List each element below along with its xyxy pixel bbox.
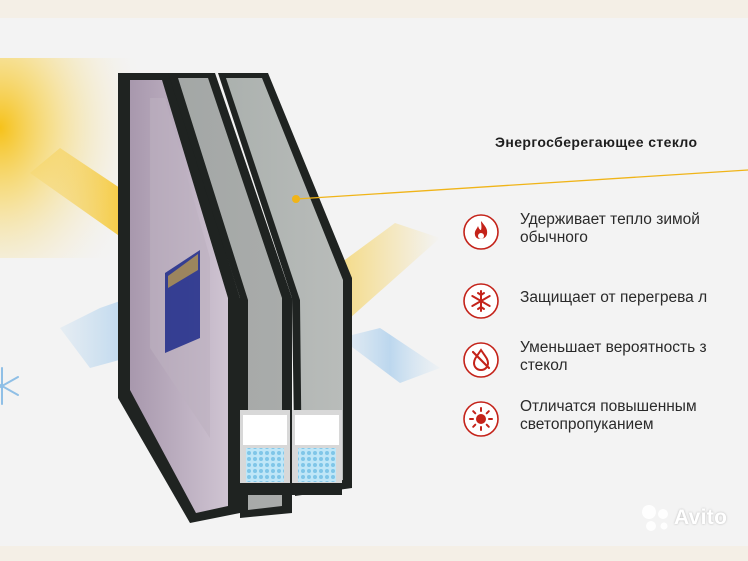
window-illustration [0,58,748,523]
feature-heat-line-1: Удерживает тепло зимой [520,211,700,228]
spacer-right [292,410,342,495]
fire-icon [463,214,499,250]
no-condensation-icon [463,342,499,378]
callout-pointer [292,169,748,203]
feature-condensation: Уменьшает вероятность з стекол [462,339,748,383]
feature-light: Отличатся повышенным светопропуканием [462,398,748,442]
spacer-left [240,410,290,495]
feature-condensation-line-2: стекол [520,357,568,374]
window-frame [118,73,240,523]
feature-light-line-2: светопропуканием [520,416,654,433]
front-glass-pane [218,73,352,496]
avito-logo-icon [642,505,668,531]
snowflake-icon [463,283,499,319]
infographic-panel: Энергосберегающее стекло Удерживает тепл… [0,18,748,546]
sun-icon [463,401,499,437]
avito-watermark: Avito [640,503,740,533]
feature-heat: Удерживает тепло зимой обычного [462,211,748,255]
feature-heat-line-2: обычного [520,229,588,246]
feature-overheat-line-1: Защищает от перегрева л [520,289,708,306]
feature-overheat: Защищает от перегрева л [462,280,748,324]
middle-glass-pane [168,73,292,518]
cold-beam-reflect [340,328,440,383]
headline: Энергосберегающее стекло [495,134,698,150]
avito-wordmark: Avito [674,506,728,529]
snowflake-icon [0,367,19,405]
feature-light-line-1: Отличатся повышенным [520,398,697,415]
feature-condensation-line-1: Уменьшает вероятность з [520,339,707,356]
